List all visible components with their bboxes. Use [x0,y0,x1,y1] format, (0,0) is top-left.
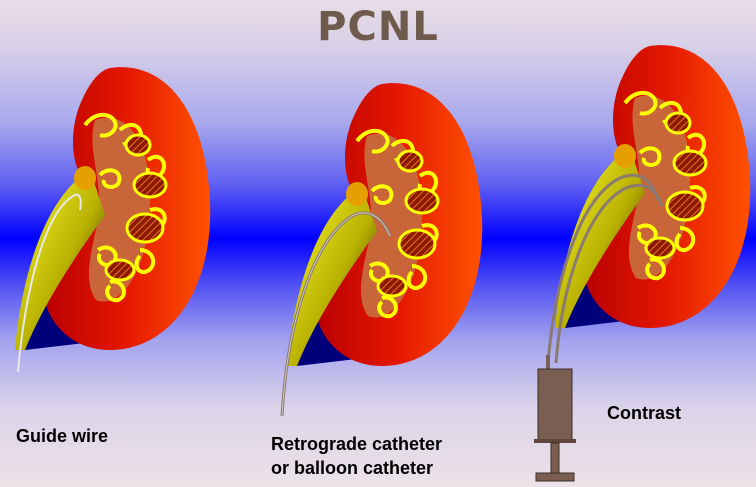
renal-sinus [360,133,422,318]
guide-wire [17,193,82,373]
kidney-illustration-guide-wire [15,67,211,373]
kidney-illustration-contrast [546,45,751,364]
contrast-catheter-b [554,183,664,364]
ureter [555,148,645,328]
hatched-calyces [376,149,440,298]
slide-title: PCNL [317,4,439,50]
stone [614,144,636,168]
retrograde-catheter-label-line1: Retrograde catheter [271,434,443,454]
ureter [15,170,105,350]
syringe-icon [534,355,576,482]
stone [74,166,96,190]
renal-sinus [88,117,150,302]
guide-wire-label: Guide wire [16,426,109,446]
stone [346,182,368,206]
contrast-label: Contrast [607,403,682,423]
retrograde-catheter-label-line2: or balloon catheter [271,458,434,478]
hatched-calyces [104,133,168,282]
ureter [287,186,377,366]
kidney-illustration-catheter [280,83,483,417]
contrast-catheter-a [546,173,660,364]
hatched-calyces [644,111,708,260]
renal-sinus [628,95,690,280]
